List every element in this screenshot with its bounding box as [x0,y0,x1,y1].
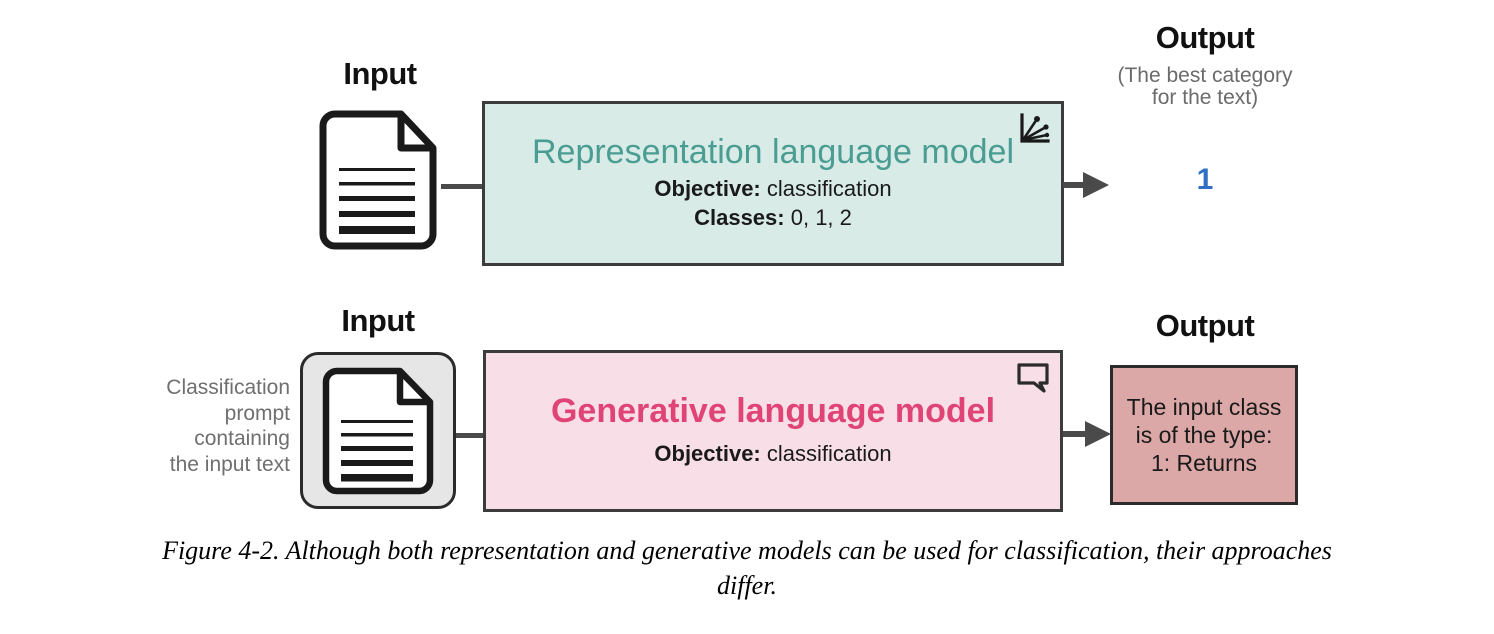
representation-model-title: Representation language model [531,133,1014,172]
input-label-generative: Input [341,303,415,338]
classification-prompt-note-line-4: the input text [169,452,290,476]
generative-model-box: Generative language model Objective: cla… [483,350,1063,512]
generative-output-line-2: is of the type: [1135,421,1273,448]
generative-model-title: Generative language model [550,392,996,431]
representation-objective-label: Objective: [654,175,761,201]
representation-classes-value: 0, 1, 2 [790,205,852,231]
output-label-generative: Output [1155,308,1255,343]
output-value-representation: 1 [1196,163,1214,196]
classification-prompt-note-line-3: containing [194,427,290,451]
classification-prompt-note: Classification prompt containing the inp… [105,375,290,477]
generative-objective-line: Objective: classification [654,440,891,468]
output-label-representation: Output [1155,20,1255,55]
representation-objective-value: classification [766,175,892,201]
input-document-icon-generative [318,367,438,495]
classification-prompt-note-line-1: Classification [166,376,290,399]
input-label-representation: Input [343,56,417,91]
representation-classes-label: Classes: [694,205,785,231]
representation-model-box: Representation language model Objective:… [482,101,1064,266]
input-document-icon-representation [313,110,441,250]
output-sublabel-representation-line1: (The best category [1117,64,1293,87]
generative-output-box: The input class is of the type: 1: Retur… [1110,365,1298,505]
classification-prompt-note-line-2: prompt [224,401,290,425]
figure-caption: Figure 4-2. Although both representation… [162,536,1332,601]
document-icon [319,110,437,250]
output-sublabel-representation-line2: for the text) [1151,86,1259,109]
connector-input-to-generative-model [456,433,488,438]
generative-objective-label: Objective: [654,441,761,467]
generative-output-line-3: 1: Returns [1150,450,1258,477]
arrow-generative-to-output [1063,417,1113,451]
generative-output-line-1: The input class [1126,393,1282,420]
representation-objective-line: Objective: classification [654,175,891,203]
arrow-representation-to-output [1063,168,1111,202]
representation-classes-line: Classes: 0, 1, 2 [694,204,852,232]
vector-axes-icon [1017,112,1051,146]
document-icon [322,367,434,495]
connector-input-to-representation-model [441,184,487,189]
generative-objective-value: classification [766,441,892,467]
speech-bubble-icon [1016,361,1050,395]
